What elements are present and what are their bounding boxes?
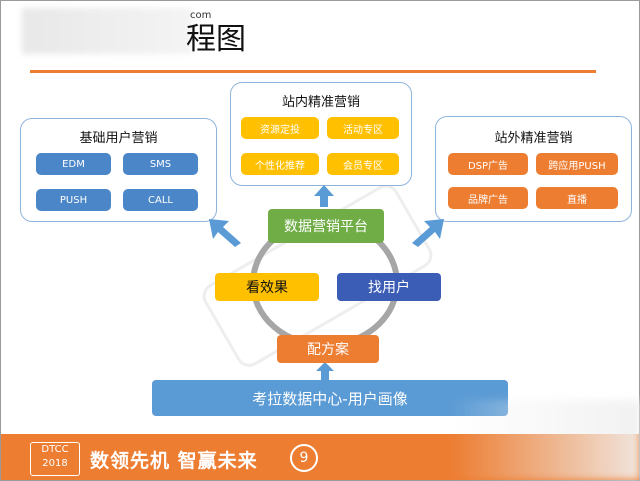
dsp-ad-button[interactable]: DSP广告 <box>448 153 528 175</box>
find-user-node[interactable]: 找用户 <box>337 273 441 301</box>
data-center-bar[interactable]: 考拉数据中心-用户画像 <box>152 380 508 416</box>
live-stream-button[interactable]: 直播 <box>536 187 618 209</box>
push-button[interactable]: PUSH <box>36 189 111 211</box>
arrow-up-icon <box>316 362 334 381</box>
dtcc-logo: DTCC 2018 <box>30 442 80 476</box>
arrow-to-inner-icon <box>314 185 334 207</box>
member-zone-button[interactable]: 会员专区 <box>327 153 399 175</box>
plan-node[interactable]: 配方案 <box>277 335 379 363</box>
blurred-title <box>22 8 192 54</box>
basic-marketing-title: 基础用户营销 <box>79 131 158 146</box>
page-title: 程图 <box>186 22 246 57</box>
outer-marketing-title: 站外精准营销 <box>494 131 573 146</box>
sms-button[interactable]: SMS <box>123 153 198 175</box>
dtcc-logo-year: 2018 <box>42 458 68 469</box>
data-marketing-platform[interactable]: 数据营销平台 <box>268 209 384 243</box>
inner-marketing-box: 站内精准营销 资源定投 活动专区 个性化推荐 会员专区 <box>230 82 412 186</box>
activity-zone-button[interactable]: 活动专区 <box>327 117 399 139</box>
arrow-to-outer-icon <box>412 219 444 247</box>
personalized-recommendation-button[interactable]: 个性化推荐 <box>241 153 319 175</box>
call-button[interactable]: CALL <box>123 189 198 211</box>
resource-targeting-button[interactable]: 资源定投 <box>241 117 319 139</box>
title-underline <box>30 70 596 73</box>
brand-ad-button[interactable]: 品牌广告 <box>448 187 528 209</box>
title-watermark: com <box>190 10 212 21</box>
anniversary-badge-icon: 9 <box>290 444 318 472</box>
edm-button[interactable]: EDM <box>36 153 111 175</box>
arrow-to-basic-icon <box>209 219 241 247</box>
inner-marketing-title: 站内精准营销 <box>281 95 360 110</box>
outer-marketing-box: 站外精准营销 DSP广告 跨应用PUSH 品牌广告 直播 <box>435 116 632 222</box>
footer-slogan: 数领先机 智赢未来 <box>90 450 258 472</box>
dtcc-logo-text: DTCC <box>41 444 69 455</box>
blurred-corner <box>450 400 640 480</box>
basic-marketing-box: 基础用户营销 EDM SMS PUSH CALL <box>20 118 217 222</box>
view-effect-node[interactable]: 看效果 <box>215 273 319 301</box>
cross-app-push-button[interactable]: 跨应用PUSH <box>536 153 618 175</box>
